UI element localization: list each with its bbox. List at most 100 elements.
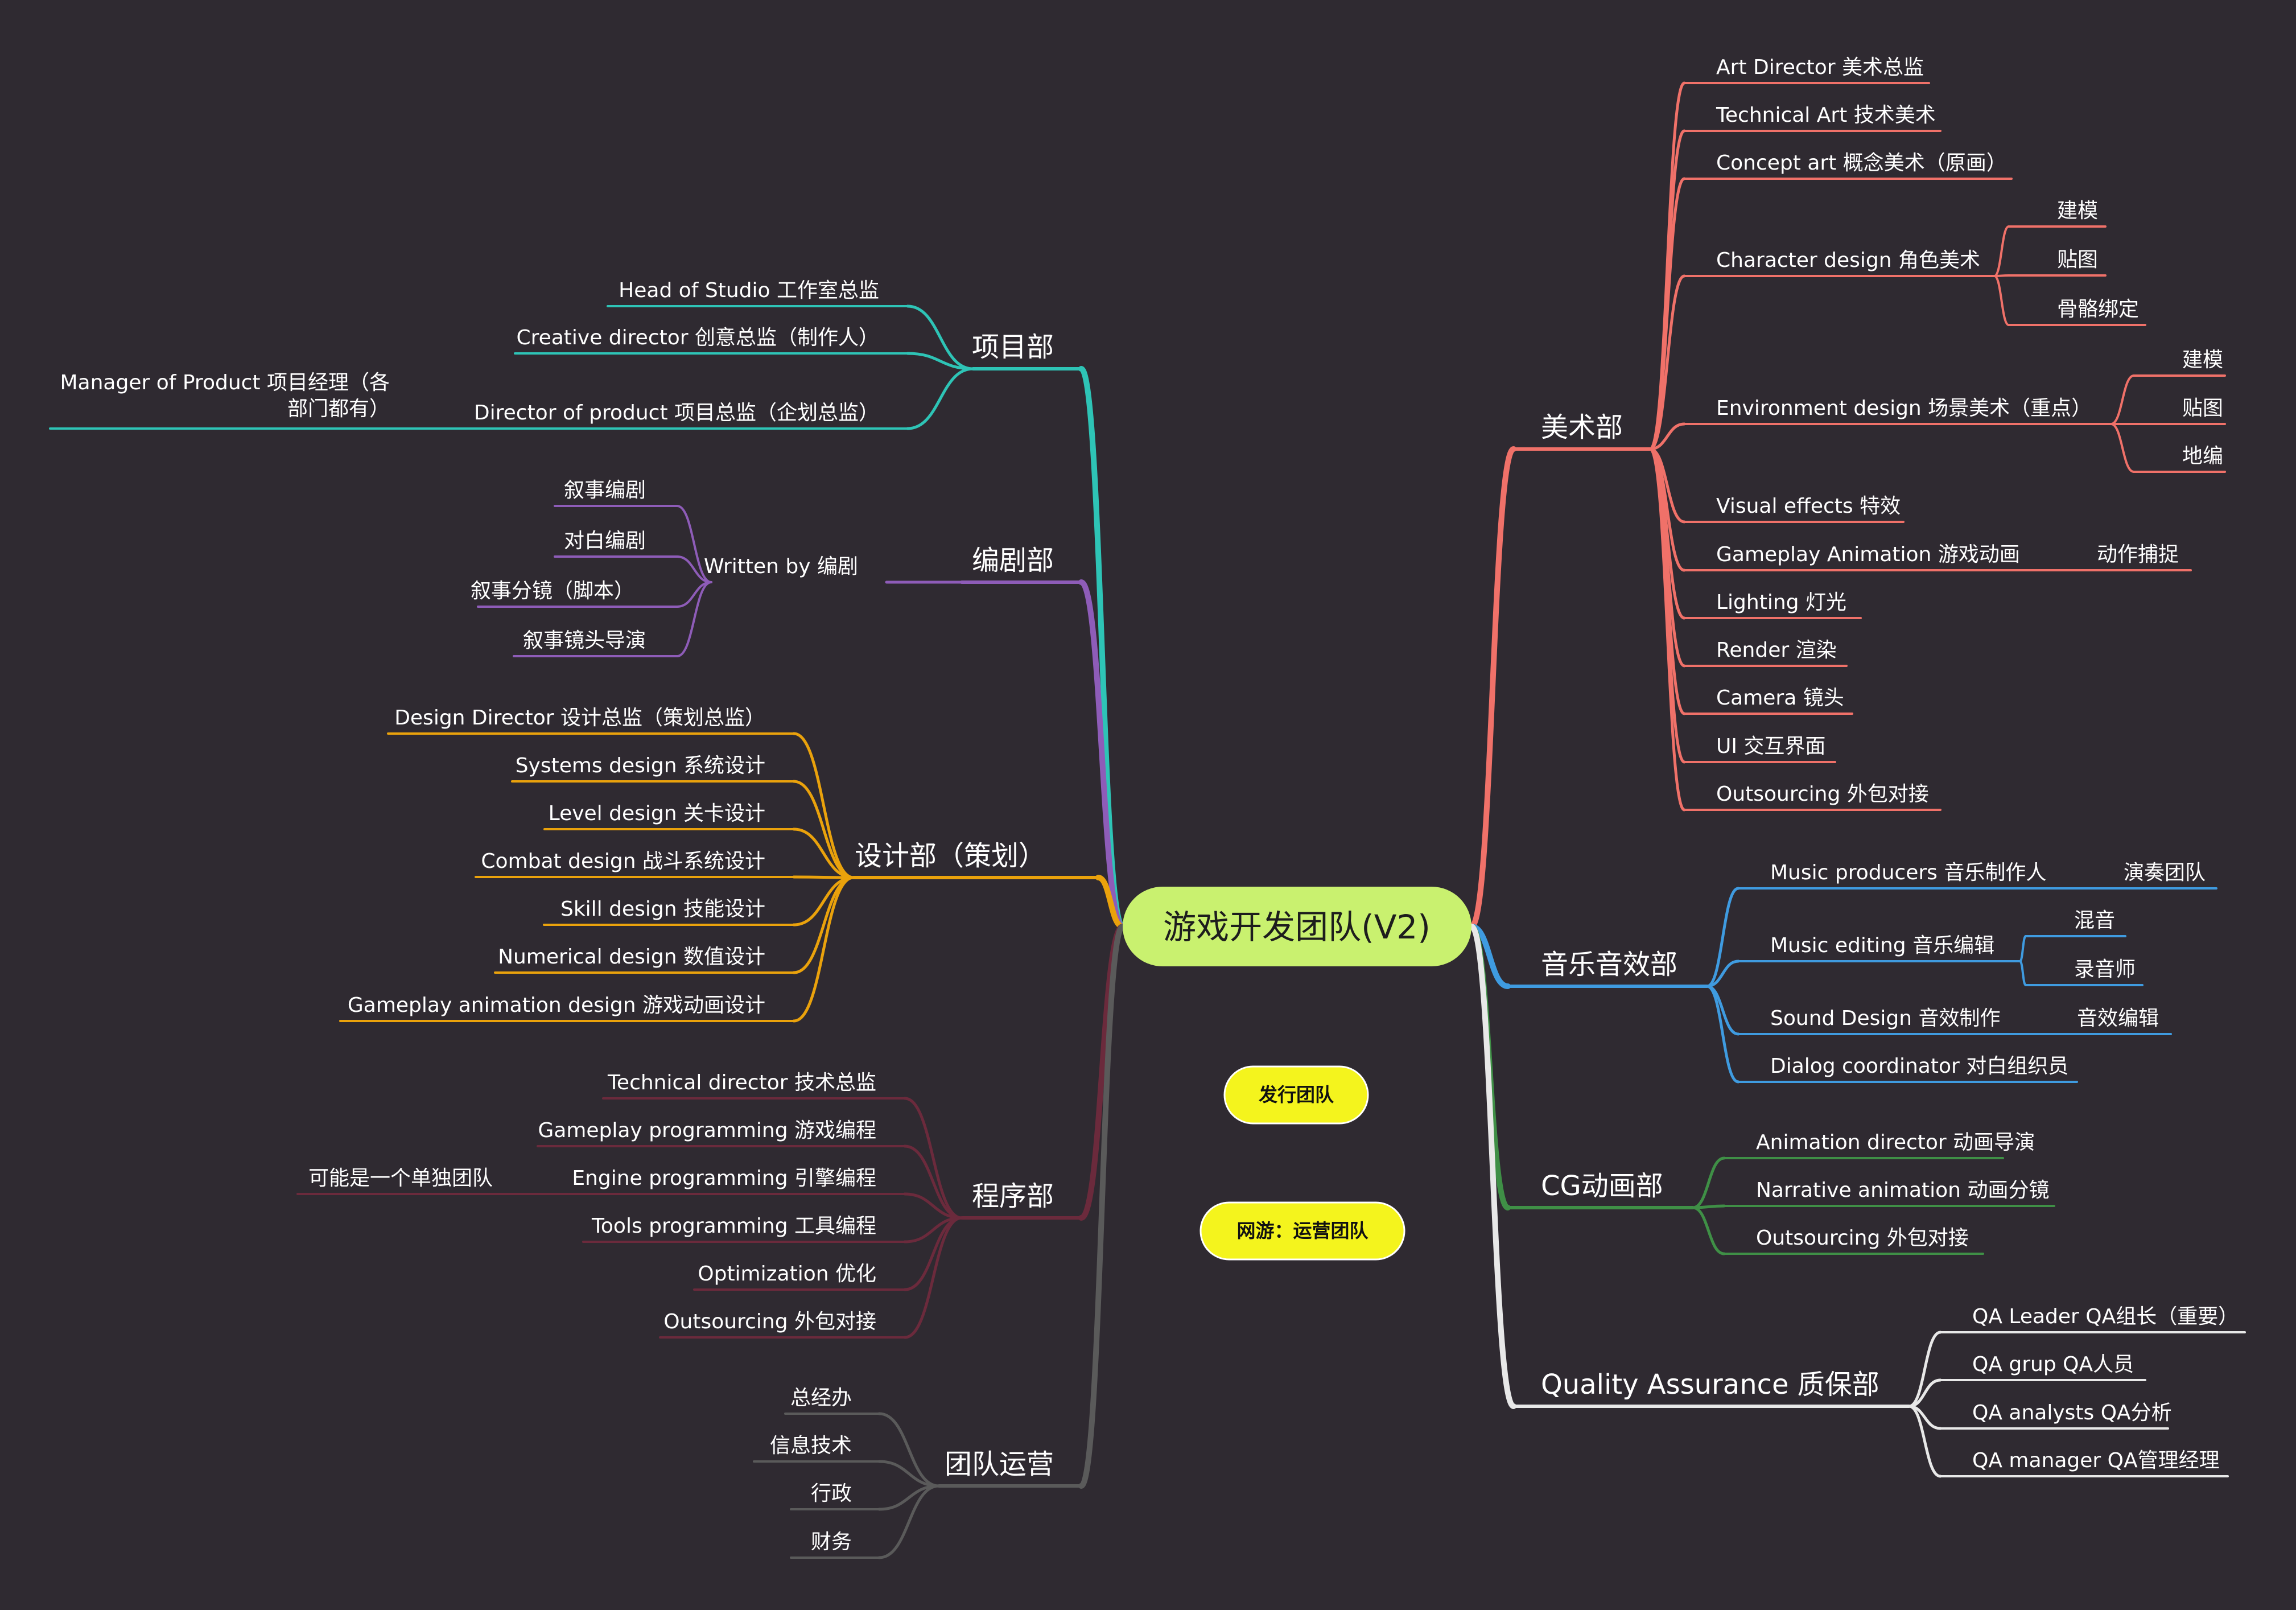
yunying-child-node[interactable]: 行政	[811, 1482, 852, 1505]
edge-sheji-child-1	[792, 780, 855, 879]
edge-meishu-child-4-sub-0	[2110, 374, 2135, 425]
xiangmu-child-head-of-studio[interactable]: Head of Studio 工作室总监	[619, 279, 879, 302]
qa-child-qa-manager-qa[interactable]: QA manager QA管理经理	[1972, 1449, 2220, 1472]
meishu-sub-item-4-1[interactable]: 贴图	[2182, 397, 2223, 420]
edge-root-to-yunying	[1078, 924, 1126, 1489]
edge-chengxu-child-4	[903, 1216, 963, 1291]
edge-qa-child-1	[1907, 1378, 1942, 1408]
cg-child-animation-director[interactable]: Animation director 动画导演	[1756, 1131, 2035, 1154]
meishu-child-lighting[interactable]: Lighting 灯光	[1716, 591, 1846, 614]
edge-sheji-child-2	[792, 827, 855, 879]
meishu-child-gameplay-animation[interactable]: Gameplay Animation 游戏动画	[1716, 543, 2020, 566]
xiangmu-child-creative-director[interactable]: Creative director 创意总监（制作人）	[516, 326, 879, 349]
chengxu-child-gameplay-programming[interactable]: Gameplay programming 游戏编程	[538, 1119, 876, 1142]
branch-sheji-label[interactable]: 设计部（策划）	[855, 840, 1046, 872]
yunying-child-node[interactable]: 信息技术	[770, 1434, 852, 1457]
edge-chengxu-child-1	[903, 1144, 963, 1220]
meishu-sub-item-3-0[interactable]: 建模	[2057, 199, 2098, 223]
yinyue-sub-item-1-1[interactable]: 录音师	[2074, 958, 2136, 981]
edge-meishu-child-11	[1648, 447, 1686, 812]
bianju-sub-node[interactable]: 叙事镜头导演	[523, 629, 646, 652]
branch-qa-label[interactable]: Quality Assurance 质保部	[1541, 1369, 1879, 1401]
edge-xiangmu-child-0	[906, 304, 975, 370]
edge-root-to-xiangmu	[1078, 366, 1126, 929]
yunying-child-node[interactable]: 总经办	[790, 1386, 852, 1410]
sheji-child-systems-design[interactable]: Systems design 系统设计	[516, 754, 765, 777]
edge-cg-child-1	[1691, 1204, 1726, 1209]
meishu-child-render[interactable]: Render 渲染	[1716, 639, 1837, 662]
meishu-sub-item-3-1[interactable]: 贴图	[2057, 248, 2098, 271]
yinyue-child-dialog-coordinator[interactable]: Dialog coordinator 对白组织员	[1770, 1055, 2068, 1078]
meishu-sub-item-4-0[interactable]: 建模	[2182, 348, 2223, 372]
branch-xiangmu-label[interactable]: 项目部	[972, 331, 1054, 363]
bianju-child-written-by[interactable]: Written by 编剧	[704, 555, 858, 578]
qa-child-qa-leader-qa[interactable]: QA Leader QA组长（重要）	[1972, 1305, 2239, 1328]
edge-yinyue-child-1-sub-1	[2019, 960, 2027, 986]
edge-cg-child-0	[1691, 1156, 1726, 1209]
cg-child-outsourcing[interactable]: Outsourcing 外包对接	[1756, 1226, 1969, 1250]
sheji-child-gameplay-animation-design[interactable]: Gameplay animation design 游戏动画设计	[348, 994, 765, 1017]
branch-yinyue-label[interactable]: 音乐音效部	[1541, 949, 1677, 981]
meishu-sub-item-4-2[interactable]: 地编	[2182, 444, 2223, 468]
connector-lines	[49, 81, 2246, 1559]
floating-note-operations[interactable]: 网游：运营团队	[1199, 1201, 1405, 1261]
branch-bianju-label[interactable]: 编剧部	[972, 545, 1054, 577]
floating-note-publishing[interactable]: 发行团队	[1223, 1065, 1369, 1125]
edge-sheji-child-0	[792, 732, 855, 879]
meishu-child-art-director[interactable]: Art Director 美术总监	[1716, 56, 1924, 79]
yinyue-sub-node-0-0[interactable]: 演奏团队	[2124, 861, 2206, 884]
xiangmu-child-director-of-product[interactable]: Director of product 项目总监（企划总监）	[474, 401, 879, 425]
edge-yunying-child-3	[877, 1484, 941, 1559]
chengxu-child-optimization[interactable]: Optimization 优化	[698, 1262, 876, 1286]
cg-child-narrative-animation[interactable]: Narrative animation 动画分镜	[1756, 1179, 2049, 1202]
yinyue-sub-item-1-0[interactable]: 混音	[2074, 909, 2115, 932]
xiangmu-sub-line-0[interactable]: Manager of Product 项目经理（各	[60, 371, 390, 394]
bianju-sub-node[interactable]: 叙事编剧	[564, 479, 646, 502]
meishu-child-character-design[interactable]: Character design 角色美术	[1716, 249, 1980, 272]
sheji-child-design-director[interactable]: Design Director 设计总监（策划总监）	[394, 706, 765, 730]
branch-yunying-label[interactable]: 团队运营	[945, 1448, 1054, 1480]
yunying-child-node[interactable]: 财务	[811, 1530, 852, 1554]
qa-child-qa-analysts-qa[interactable]: QA analysts QA分析	[1972, 1401, 2172, 1424]
edge-bianju-child-0-sub-0	[676, 505, 712, 583]
meishu-child-environment-design[interactable]: Environment design 场景美术（重点）	[1716, 397, 2092, 420]
edge-bianju-child-0-sub-1	[676, 555, 712, 583]
meishu-child-technical-art[interactable]: Technical Art 技术美术	[1716, 104, 1936, 127]
branch-chengxu-label[interactable]: 程序部	[972, 1180, 1054, 1212]
bianju-sub-node[interactable]: 叙事分镜（脚本）	[471, 579, 634, 603]
meishu-child-outsourcing[interactable]: Outsourcing 外包对接	[1716, 783, 1929, 806]
yinyue-sub-node-2-0[interactable]: 音效编辑	[2077, 1007, 2159, 1030]
branch-cg-label[interactable]: CG动画部	[1541, 1170, 1663, 1202]
edge-sheji-child-5	[792, 876, 855, 974]
sheji-child-numerical-design[interactable]: Numerical design 数值设计	[498, 945, 765, 969]
sheji-child-skill-design[interactable]: Skill design 技能设计	[560, 897, 765, 921]
branch-meishu-label[interactable]: 美术部	[1541, 411, 1623, 443]
edge-meishu-child-3	[1648, 274, 1686, 451]
meishu-child-concept-art[interactable]: Concept art 概念美术（原画）	[1716, 151, 2007, 175]
meishu-child-visual-effects[interactable]: Visual effects 特效	[1716, 495, 1901, 518]
sheji-child-level-design[interactable]: Level design 关卡设计	[549, 802, 765, 825]
chengxu-child-outsourcing[interactable]: Outsourcing 外包对接	[663, 1310, 876, 1333]
chengxu-sub-node[interactable]: 可能是一个单独团队	[308, 1167, 493, 1190]
meishu-child-camera[interactable]: Camera 镜头	[1716, 686, 1844, 710]
meishu-child-ui[interactable]: UI 交互界面	[1716, 735, 1825, 758]
chengxu-child-engine-programming[interactable]: Engine programming 引擎编程	[572, 1167, 876, 1190]
edge-yinyue-child-1	[1705, 960, 1740, 988]
sheji-child-combat-design[interactable]: Combat design 战斗系统设计	[481, 850, 765, 873]
edge-meishu-child-1	[1648, 129, 1686, 451]
meishu-sub-item-3-2[interactable]: 骨骼绑定	[2057, 298, 2139, 321]
yinyue-child-music-producers[interactable]: Music producers 音乐制作人	[1770, 861, 2046, 884]
xiangmu-sub-line-1[interactable]: 部门都有）	[287, 397, 390, 421]
edge-chengxu-child-2	[903, 1192, 963, 1220]
meishu-sub-node-6-0[interactable]: 动作捕捉	[2097, 543, 2179, 566]
bianju-sub-node[interactable]: 对白编剧	[564, 529, 646, 553]
chengxu-child-technical-director[interactable]: Technical director 技术总监	[607, 1071, 876, 1094]
yinyue-child-sound-design[interactable]: Sound Design 音效制作	[1770, 1007, 2001, 1030]
root-node[interactable]: 游戏开发团队(V2)	[1123, 887, 1471, 966]
yinyue-child-music-editing[interactable]: Music editing 音乐编辑	[1770, 934, 1994, 957]
qa-child-qa-grup-qa[interactable]: QA grup QA人员	[1972, 1353, 2134, 1376]
chengxu-child-tools-programming[interactable]: Tools programming 工具编程	[591, 1214, 876, 1238]
edge-yinyue-child-3	[1705, 985, 1740, 1084]
edge-qa-child-3	[1907, 1405, 1942, 1478]
edge-sheji-child-3	[792, 875, 855, 879]
